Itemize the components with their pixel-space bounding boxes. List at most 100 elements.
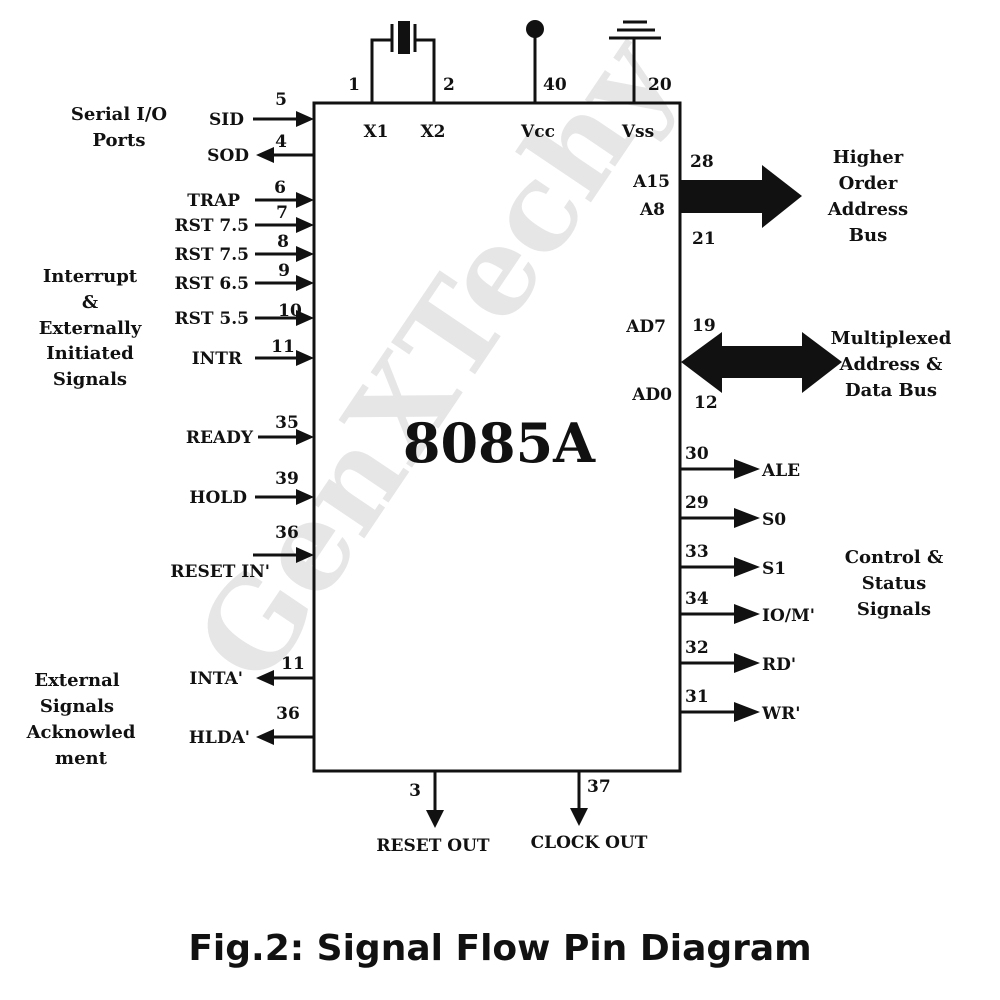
pin-number: 39 — [275, 469, 299, 489]
reset-out-pin — [426, 771, 444, 828]
figure-title: Fig.2: Signal Flow Pin Diagram — [188, 928, 811, 969]
power-supply-icon — [526, 20, 544, 103]
arrow-head-icon — [296, 547, 314, 563]
clock-out-pin — [570, 771, 588, 826]
caption-line: Address & — [839, 354, 943, 375]
pin-label: S1 — [762, 559, 786, 579]
watermark: GenXTechy — [169, 10, 702, 706]
pin-number-reset-out: 3 — [409, 781, 421, 801]
pin-label: WR' — [761, 704, 800, 724]
right-pin-io-m-: IO/M' 34 — [680, 589, 815, 626]
pin-number: 32 — [685, 638, 709, 658]
arrow-head-icon — [734, 702, 760, 722]
arrow-head-icon — [296, 111, 314, 127]
arrow-head-icon — [296, 192, 314, 208]
pin-label: HOLD — [189, 488, 247, 508]
pin-number: 33 — [685, 542, 709, 562]
caption-line: Externally — [39, 318, 142, 339]
arrow-head-icon — [734, 459, 760, 479]
bus-pin-bottom-12: 12 — [694, 393, 718, 413]
left-pin-hlda-: HLDA'36 — [189, 704, 314, 748]
pin-label: RST 5.5 — [174, 309, 249, 329]
right-pin-s0: S0 29 — [680, 493, 786, 530]
arrow-head-icon — [296, 429, 314, 445]
bus-pin-top-19: 19 — [692, 316, 716, 336]
pin-label-reset-out: RESET OUT — [376, 836, 490, 856]
caption-line: Serial I/O — [71, 104, 167, 125]
bus-pin-top-28: 28 — [690, 152, 714, 172]
pin-label-clock-out: CLOCK OUT — [531, 833, 648, 853]
arrow-head-icon — [734, 557, 760, 577]
pin-label: READY — [186, 428, 254, 448]
pin-number: 29 — [685, 493, 709, 513]
right-pin-wr-: WR'31 — [680, 687, 800, 724]
caption-line: & — [82, 292, 98, 313]
pin-number-x2: 2 — [443, 75, 455, 95]
pin-label: SOD — [207, 146, 249, 166]
caption-line: Address — [827, 199, 908, 220]
pin-number: 6 — [274, 178, 286, 198]
left-pin-rst-6-5: RST 6.5 9 — [174, 261, 314, 294]
pin-label-vcc: Vcc — [520, 122, 555, 142]
pin-number: 11 — [271, 337, 295, 357]
pin-label: IO/M' — [762, 606, 815, 626]
arrow-head-icon — [256, 147, 274, 163]
higher-address-bus-arrow — [681, 165, 802, 228]
pin-number: 11 — [281, 654, 305, 674]
pin-number-clock-out: 37 — [587, 777, 611, 797]
bus-label-a15: A15 — [632, 172, 670, 192]
arrow-head-icon — [256, 729, 274, 745]
pin-number: 7 — [276, 203, 288, 223]
arrow-head-icon — [296, 275, 314, 291]
arrow-head-icon — [256, 670, 274, 686]
right-pin-rd-: RD' 32 — [680, 638, 796, 675]
pin-number: 9 — [278, 261, 290, 281]
control-status-caption: Control & Status Signals — [845, 547, 944, 620]
pin-number: 30 — [685, 444, 709, 464]
pin-label-x2: X2 — [420, 122, 445, 142]
pin-number: 34 — [685, 589, 709, 609]
caption-line: External — [34, 670, 119, 691]
multiplexed-bus-arrow — [681, 332, 842, 393]
bus-label-ad0: AD0 — [631, 385, 672, 405]
left-pin-sod: SOD 4 — [207, 132, 314, 166]
left-pin-ready: READY 35 — [186, 413, 314, 448]
arrow-head-icon — [296, 217, 314, 233]
higher-address-bus-caption: Higher Order Address Bus — [827, 147, 908, 246]
arrow-head-icon — [734, 653, 760, 673]
pin-number-vcc: 40 — [543, 75, 567, 95]
pin-number: 10 — [278, 301, 302, 321]
pin-label: RST 7.5 — [174, 216, 249, 236]
pin-label: RESET IN' — [170, 562, 270, 582]
left-pin-rst-7-5: RST 7.5 7 — [174, 203, 314, 236]
bus-label-ad7: AD7 — [625, 317, 666, 337]
caption-line: Signals — [857, 599, 931, 620]
pin-number: 35 — [275, 413, 299, 433]
ground-icon — [609, 20, 661, 103]
caption-line: Interrupt — [43, 266, 138, 287]
caption-line: ment — [55, 748, 108, 769]
ack-caption: External Signals Acknowled ment — [26, 670, 136, 769]
caption-line: Multiplexed — [831, 328, 952, 349]
pin-label: INTA' — [189, 669, 243, 689]
multiplexed-bus-caption: Multiplexed Address & Data Bus — [831, 328, 952, 401]
left-pin-hold: HOLD 39 — [189, 469, 314, 508]
arrow-head-icon — [296, 310, 314, 326]
pin-label: RST 6.5 — [174, 274, 249, 294]
left-pin-rst-7-5: RST 7.58 — [174, 232, 314, 265]
caption-line: Higher — [833, 147, 904, 168]
caption-line: Ports — [93, 130, 146, 151]
left-pin-inta-: INTA' 11 — [189, 654, 314, 689]
pin-number: 36 — [276, 704, 300, 724]
pin-label: S0 — [762, 510, 786, 530]
pin-number-x1: 1 — [348, 75, 360, 95]
caption-line: Status — [862, 573, 927, 594]
chip-name: 8085A — [403, 411, 596, 475]
pin-number: 4 — [275, 132, 287, 152]
right-pin-s1: S1 33 — [680, 542, 786, 579]
pin-label: RD' — [762, 655, 796, 675]
